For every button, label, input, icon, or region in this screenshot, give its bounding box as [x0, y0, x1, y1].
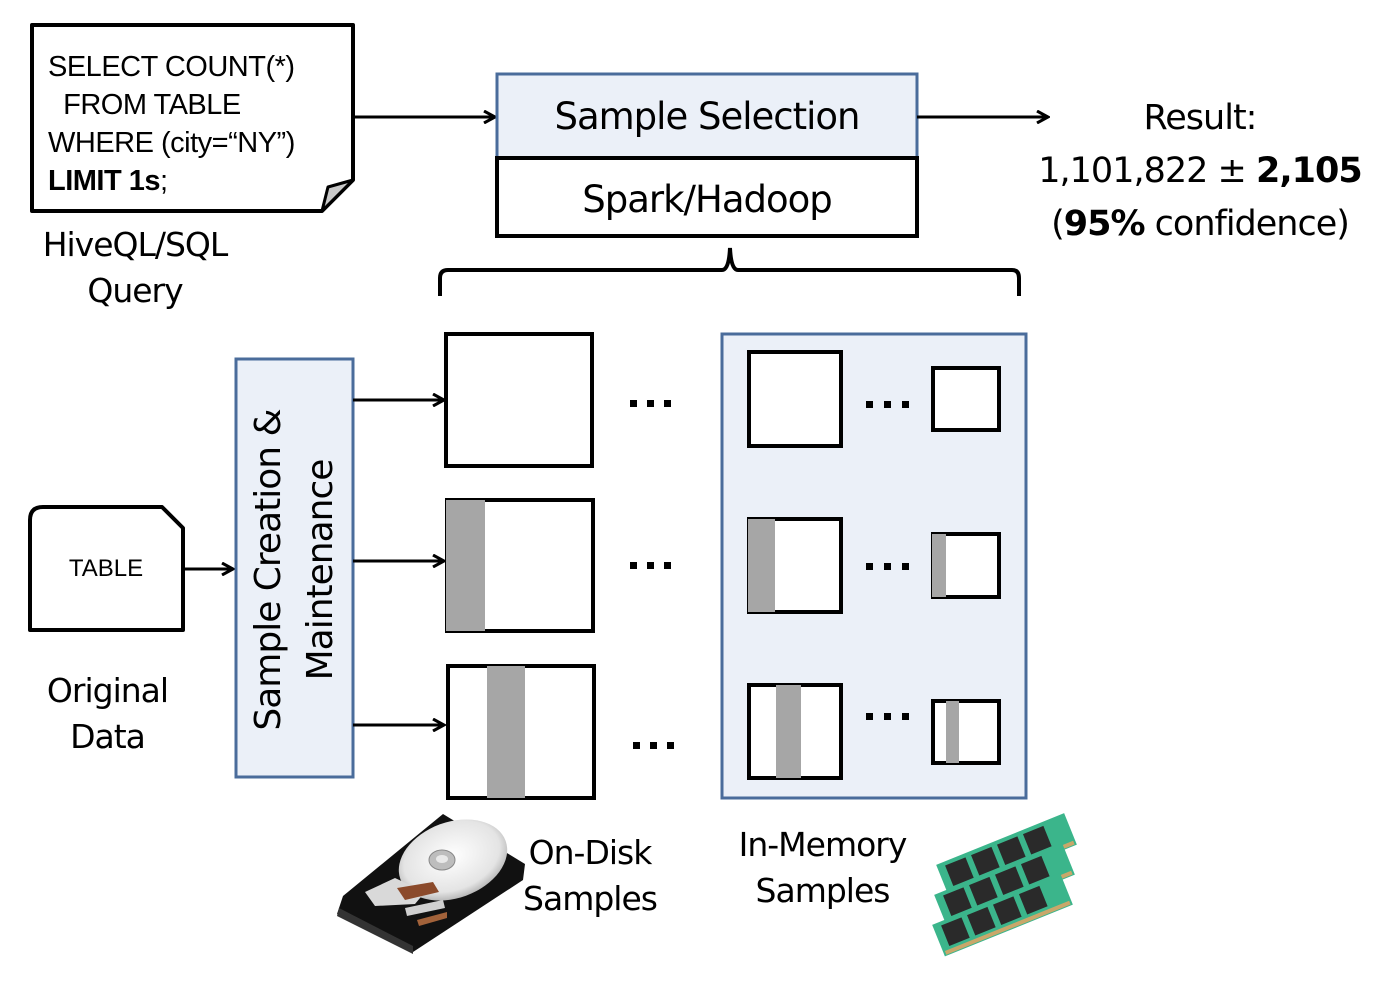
ram-modules-icon	[932, 813, 1077, 957]
ellipsis-disk-2	[630, 562, 671, 569]
in-memory-sample-3-large	[747, 683, 843, 780]
spark-hadoop-label: Spark/Hadoop	[582, 177, 833, 221]
sample-stripe	[487, 666, 525, 798]
query-caption: HiveQL/SQL Query	[20, 222, 250, 314]
original-data-line2: Data	[70, 717, 146, 756]
sample-creation-label: Sample Creation & Maintenance	[240, 365, 350, 775]
on-disk-sample-1	[444, 332, 594, 468]
sample-creation-line1: Sample Creation &	[248, 409, 289, 731]
query-line-where: WHERE (city=“NY”)	[48, 127, 295, 159]
ellipsis-memory-1	[866, 401, 909, 408]
result-value: 1,101,822 ± 2,105	[1030, 145, 1370, 198]
query-text: SELECT COUNT(*) FROM TABLE WHERE (city=“…	[48, 48, 295, 200]
in-memory-caption: In-Memory Samples	[720, 822, 925, 914]
ellipsis-memory-3	[866, 713, 909, 720]
query-note	[30, 23, 355, 213]
in-memory-sample-2-small	[931, 532, 1001, 599]
query-line-from: FROM TABLE	[48, 89, 241, 121]
in-memory-sample-1-large	[747, 350, 843, 448]
table-shape	[28, 505, 185, 632]
in-memory-line1: In-Memory	[738, 825, 908, 864]
confidence-open: (	[1051, 204, 1065, 244]
sample-stripe	[946, 701, 959, 763]
sample-stripe	[446, 500, 485, 631]
query-caption-line1: HiveQL/SQL	[42, 225, 229, 264]
on-disk-sample-2	[445, 498, 595, 633]
on-disk-line2: Samples	[523, 879, 658, 918]
on-disk-line1: On-Disk	[528, 833, 653, 872]
confidence-text: confidence)	[1144, 204, 1350, 244]
sample-stripe	[776, 685, 801, 778]
spark-hadoop-box	[495, 156, 919, 238]
result-error: 2,105	[1256, 151, 1363, 191]
sample-selection-label: Sample Selection	[554, 94, 860, 138]
sample-stripe	[932, 534, 946, 597]
ellipsis-memory-2	[866, 563, 909, 570]
ellipsis-disk-1	[630, 400, 671, 407]
result-confidence: (95% confidence)	[1030, 198, 1370, 251]
query-limit-terminator: ;	[160, 165, 168, 197]
original-data-caption: Original Data	[15, 668, 200, 760]
in-memory-sample-3-small	[931, 699, 1001, 765]
query-line-limit: LIMIT 1s;	[48, 162, 295, 200]
brace	[438, 247, 1021, 296]
sample-stripe	[748, 519, 775, 612]
result-estimate: 1,101,822	[1038, 151, 1208, 191]
query-caption-line2: Query	[87, 271, 183, 310]
query-limit-keyword: LIMIT 1s	[48, 165, 161, 197]
sample-creation-box	[234, 357, 355, 779]
on-disk-caption: On-Disk Samples	[505, 830, 675, 922]
table-label: TABLE	[68, 555, 144, 582]
in-memory-sample-1-small	[931, 366, 1001, 432]
on-disk-sample-3	[446, 664, 596, 800]
result-plus-minus: ±	[1217, 151, 1247, 191]
confidence-value: 95%	[1063, 204, 1146, 244]
original-data-line1: Original	[46, 671, 169, 710]
result-block: Result: 1,101,822 ± 2,105 (95% confidenc…	[1030, 92, 1370, 251]
in-memory-line2: Samples	[755, 871, 891, 910]
result-label: Result:	[1143, 98, 1258, 138]
query-line-select: SELECT COUNT(*)	[48, 51, 295, 83]
sample-creation-line2: Maintenance	[300, 459, 341, 681]
hard-drive-icon	[337, 814, 525, 954]
in-memory-sample-2-large	[747, 517, 843, 614]
ellipsis-disk-3	[633, 742, 674, 749]
